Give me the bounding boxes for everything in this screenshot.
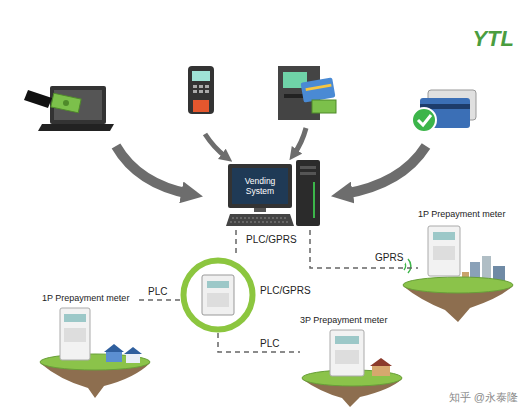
- link-label: GPRS: [373, 252, 405, 264]
- meter-heading: 1P Prepayment meter: [42, 292, 129, 304]
- laptop-payment-icon: [24, 86, 114, 131]
- dashed-link: [138, 299, 180, 301]
- right-island: [403, 226, 513, 322]
- meter-heading: 1P Prepayment meter: [418, 208, 505, 220]
- link-label: PLC: [258, 338, 281, 350]
- brand-logo: YTL: [472, 26, 514, 52]
- link-label: PLC/GPRS: [244, 234, 299, 246]
- concentrator-circle: [180, 257, 256, 333]
- atm-icon: [278, 66, 336, 120]
- meter-node: 3P Prepayment meter: [300, 314, 400, 406]
- watermark: 知乎 @永泰隆: [449, 390, 518, 404]
- vending-system-node: Vending System: [222, 160, 322, 230]
- concentrator-node: PLC/GPRS: [180, 257, 256, 333]
- computer-illustration: [226, 160, 320, 226]
- card-payment-icon: [412, 90, 476, 132]
- link-label: PLC: [146, 286, 169, 298]
- meter-heading: 3P Prepayment meter: [300, 314, 387, 326]
- dashed-link: [218, 333, 300, 352]
- 3p-island: [302, 330, 402, 407]
- dashed-link: [235, 230, 237, 257]
- dashed-link: [310, 230, 418, 268]
- meter-node: 1P Prepayment meter: [418, 208, 518, 303]
- node-label: PLC/GPRS: [260, 285, 311, 297]
- screen-text: Vending System: [232, 168, 288, 204]
- meter-node: 1P Prepayment meter: [42, 292, 138, 387]
- left-island: [40, 308, 150, 398]
- pos-terminal-icon: [188, 66, 214, 114]
